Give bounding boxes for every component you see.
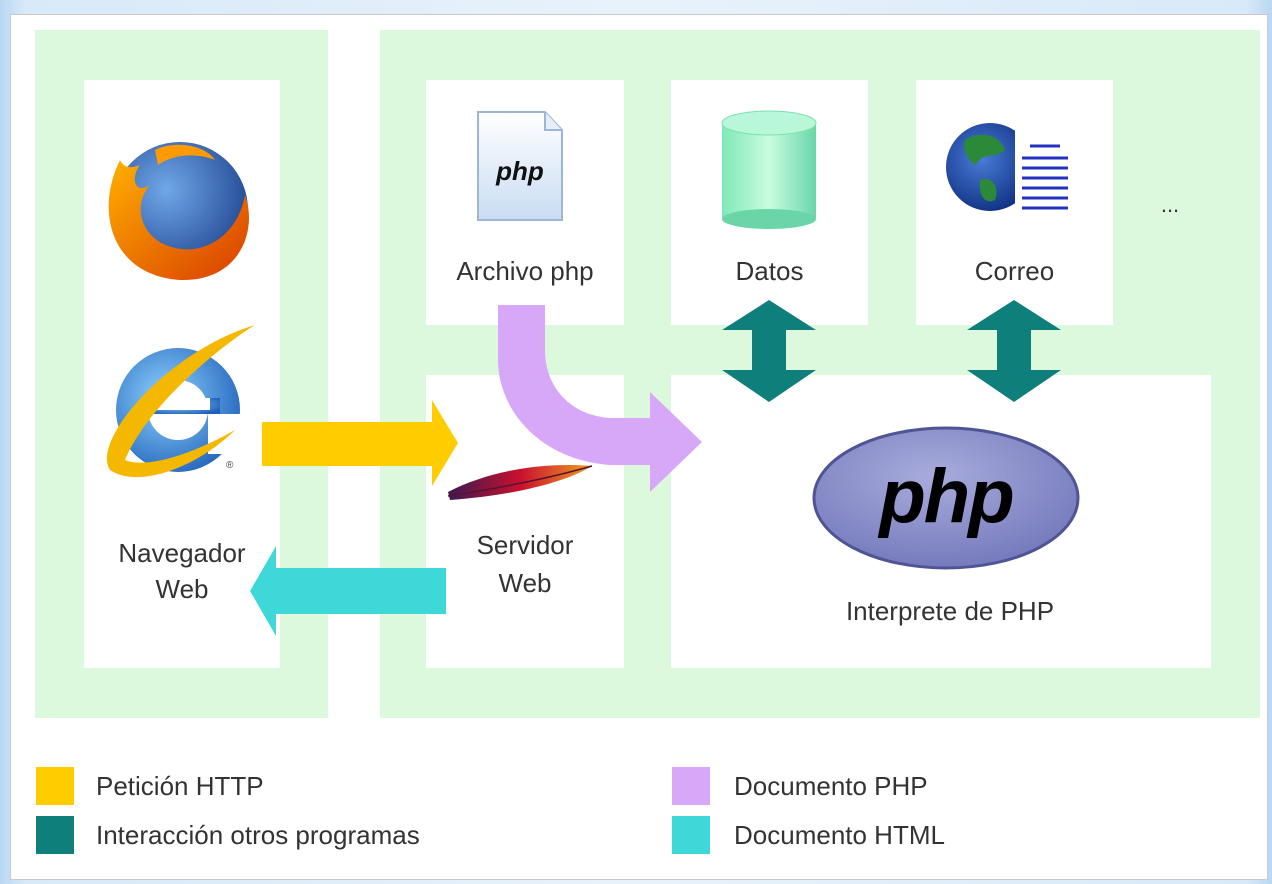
php-file-label: Archivo php [456,256,594,286]
php-logo [812,426,1080,570]
internet-explorer-icon: ® [106,325,255,478]
php-logo-text: php [879,454,1014,539]
html-document-arrow [250,546,446,636]
web-server-label-line2: Web [498,568,552,598]
legend-label-html-document: Documento HTML [734,820,945,850]
legend-label-program-interaction: Interacción otros programas [96,820,420,850]
mail-interaction-arrow [967,300,1061,402]
legend-swatch-html-document [672,816,710,854]
php-file-icon [477,111,563,221]
web-server-label-line1: Servidor [476,530,574,560]
legend-swatch-http-request [36,767,74,805]
firefox-icon [108,142,249,281]
database-icon [721,110,817,229]
interpreter-label: Interprete de PHP [845,596,1055,626]
data-label: Datos [735,256,804,286]
http-request-arrow [262,400,458,486]
apache-feather-icon [447,465,593,500]
more-label: ... [1160,192,1180,217]
php-file-icon-text: php [496,156,544,186]
mail-label: Correo [974,256,1055,286]
legend-label-http-request: Petición HTTP [96,771,264,801]
svg-text:®: ® [226,460,234,471]
mail-globe-icon [946,123,1068,212]
legend-label-php-document: Documento PHP [734,771,928,801]
legend-swatch-program-interaction [36,816,74,854]
php-document-arrow [498,305,702,492]
data-interaction-arrow [722,300,816,402]
legend-swatch-php-document [672,767,710,805]
browser-label-line2: Web [155,574,209,604]
browser-label-line1: Navegador [118,538,246,568]
